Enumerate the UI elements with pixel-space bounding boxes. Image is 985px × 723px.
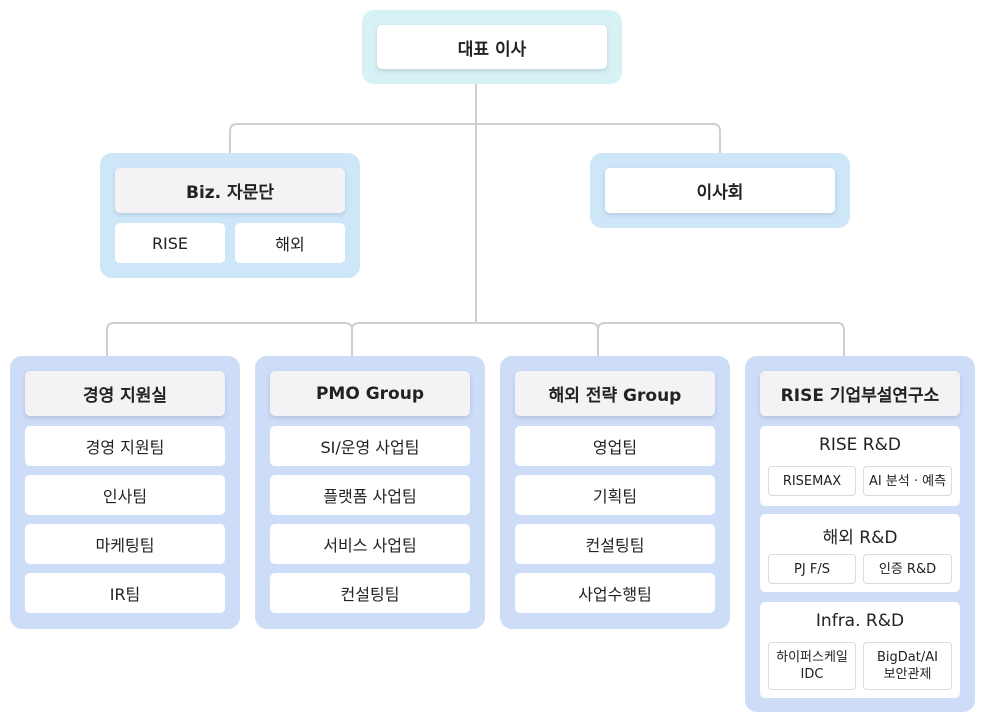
team-card[interactable]: 기획팀 [515,475,715,515]
advisory-member-label: RISE [151,233,189,253]
board-panel: 이사회 [590,153,850,228]
division-label: PMO Group [315,383,425,404]
lab-item[interactable]: RISEMAX [768,466,856,496]
division-header[interactable]: 해외 전략 Group [515,371,715,416]
team-label: 마케팅팀 [95,536,155,555]
lab-item-label: 하이퍼스케일 IDC [776,650,848,682]
lab-overseas-rnd[interactable]: 해외 R&D PJ F/S 인증 R&D [760,514,960,592]
team-card[interactable]: 컨설팅팀 [515,524,715,564]
lab-item-label: AI 분석 · 예측 [868,473,947,489]
ceo-panel: 대표 이사 [362,10,622,84]
lab-item[interactable]: PJ F/S [768,554,856,584]
team-label: 플랫폼 사업팀 [323,487,417,506]
team-card[interactable]: SI/운영 사업팀 [270,426,470,466]
advisory-member-label: 해외 [275,235,305,254]
division-overseas-strategy-group: 해외 전략 Group 영업팀 기획팀 컨설팅팀 사업수행팀 [500,356,730,629]
team-label: 컨설팅팀 [585,536,645,555]
division-rise-research-lab: RISE 기업부설연구소 RISE R&D RISEMAX AI 분석 · 예측… [745,356,975,712]
connector-advisory-board-branch [229,123,721,153]
team-label: 영업팀 [592,438,638,457]
division-header[interactable]: 경영 지원실 [25,371,225,416]
lab-title: Infra. R&D [815,611,905,631]
team-label: 경영 지원팀 [85,438,165,457]
advisory-header[interactable]: Biz. 자문단 [115,168,345,213]
lab-title: RISE R&D [819,435,901,455]
advisory-label: Biz. 자문단 [186,183,274,203]
division-header[interactable]: PMO Group [270,371,470,416]
team-label: 컨설팅팀 [340,585,400,604]
lab-infra-rnd[interactable]: Infra. R&D 하이퍼스케일 IDC BigDat/AI 보안관제 [760,602,960,698]
division-label: RISE 기업부설연구소 [780,386,940,406]
lab-item-label: PJ F/S [794,561,830,577]
lab-item[interactable]: AI 분석 · 예측 [863,466,952,496]
team-card[interactable]: 인사팀 [25,475,225,515]
lab-rise-rnd[interactable]: RISE R&D RISEMAX AI 분석 · 예측 [760,426,960,506]
team-card[interactable]: 사업수행팀 [515,573,715,613]
lab-item-label: RISEMAX [782,473,842,489]
team-card[interactable]: 마케팅팀 [25,524,225,564]
connector-divisions-branch [106,322,845,356]
lab-item[interactable]: BigDat/AI 보안관제 [863,642,952,690]
team-label: 기획팀 [592,487,638,506]
team-label: SI/운영 사업팀 [320,438,420,457]
board-card[interactable]: 이사회 [605,168,835,213]
division-label: 경영 지원실 [82,386,168,406]
division-pmo-group: PMO Group SI/운영 사업팀 플랫폼 사업팀 서비스 사업팀 컨설팅팀 [255,356,485,629]
lab-item-label: 인증 R&D [878,561,937,577]
board-label: 이사회 [696,183,744,203]
team-card[interactable]: 영업팀 [515,426,715,466]
team-card[interactable]: 서비스 사업팀 [270,524,470,564]
lab-item[interactable]: 하이퍼스케일 IDC [768,642,856,690]
team-card[interactable]: 플랫폼 사업팀 [270,475,470,515]
division-label: 해외 전략 Group [548,386,682,406]
team-card[interactable]: IR팀 [25,573,225,613]
lab-item[interactable]: 인증 R&D [863,554,952,584]
team-label: IR팀 [109,585,141,604]
team-card[interactable]: 경영 지원팀 [25,426,225,466]
lab-title: 해외 R&D [822,528,898,548]
advisory-member-rise[interactable]: RISE [115,223,225,263]
team-card[interactable]: 컨설팅팀 [270,573,470,613]
team-label: 사업수행팀 [578,585,652,604]
advisory-member-overseas[interactable]: 해외 [235,223,345,263]
ceo-label: 대표 이사 [457,39,527,60]
team-label: 인사팀 [102,487,148,506]
division-header[interactable]: RISE 기업부설연구소 [760,371,960,416]
lab-item-label: BigDat/AI 보안관제 [877,650,938,682]
ceo-card[interactable]: 대표 이사 [377,25,607,69]
team-label: 서비스 사업팀 [323,536,417,555]
division-management-support: 경영 지원실 경영 지원팀 인사팀 마케팅팀 IR팀 [10,356,240,629]
advisory-panel: Biz. 자문단 RISE 해외 [100,153,360,278]
